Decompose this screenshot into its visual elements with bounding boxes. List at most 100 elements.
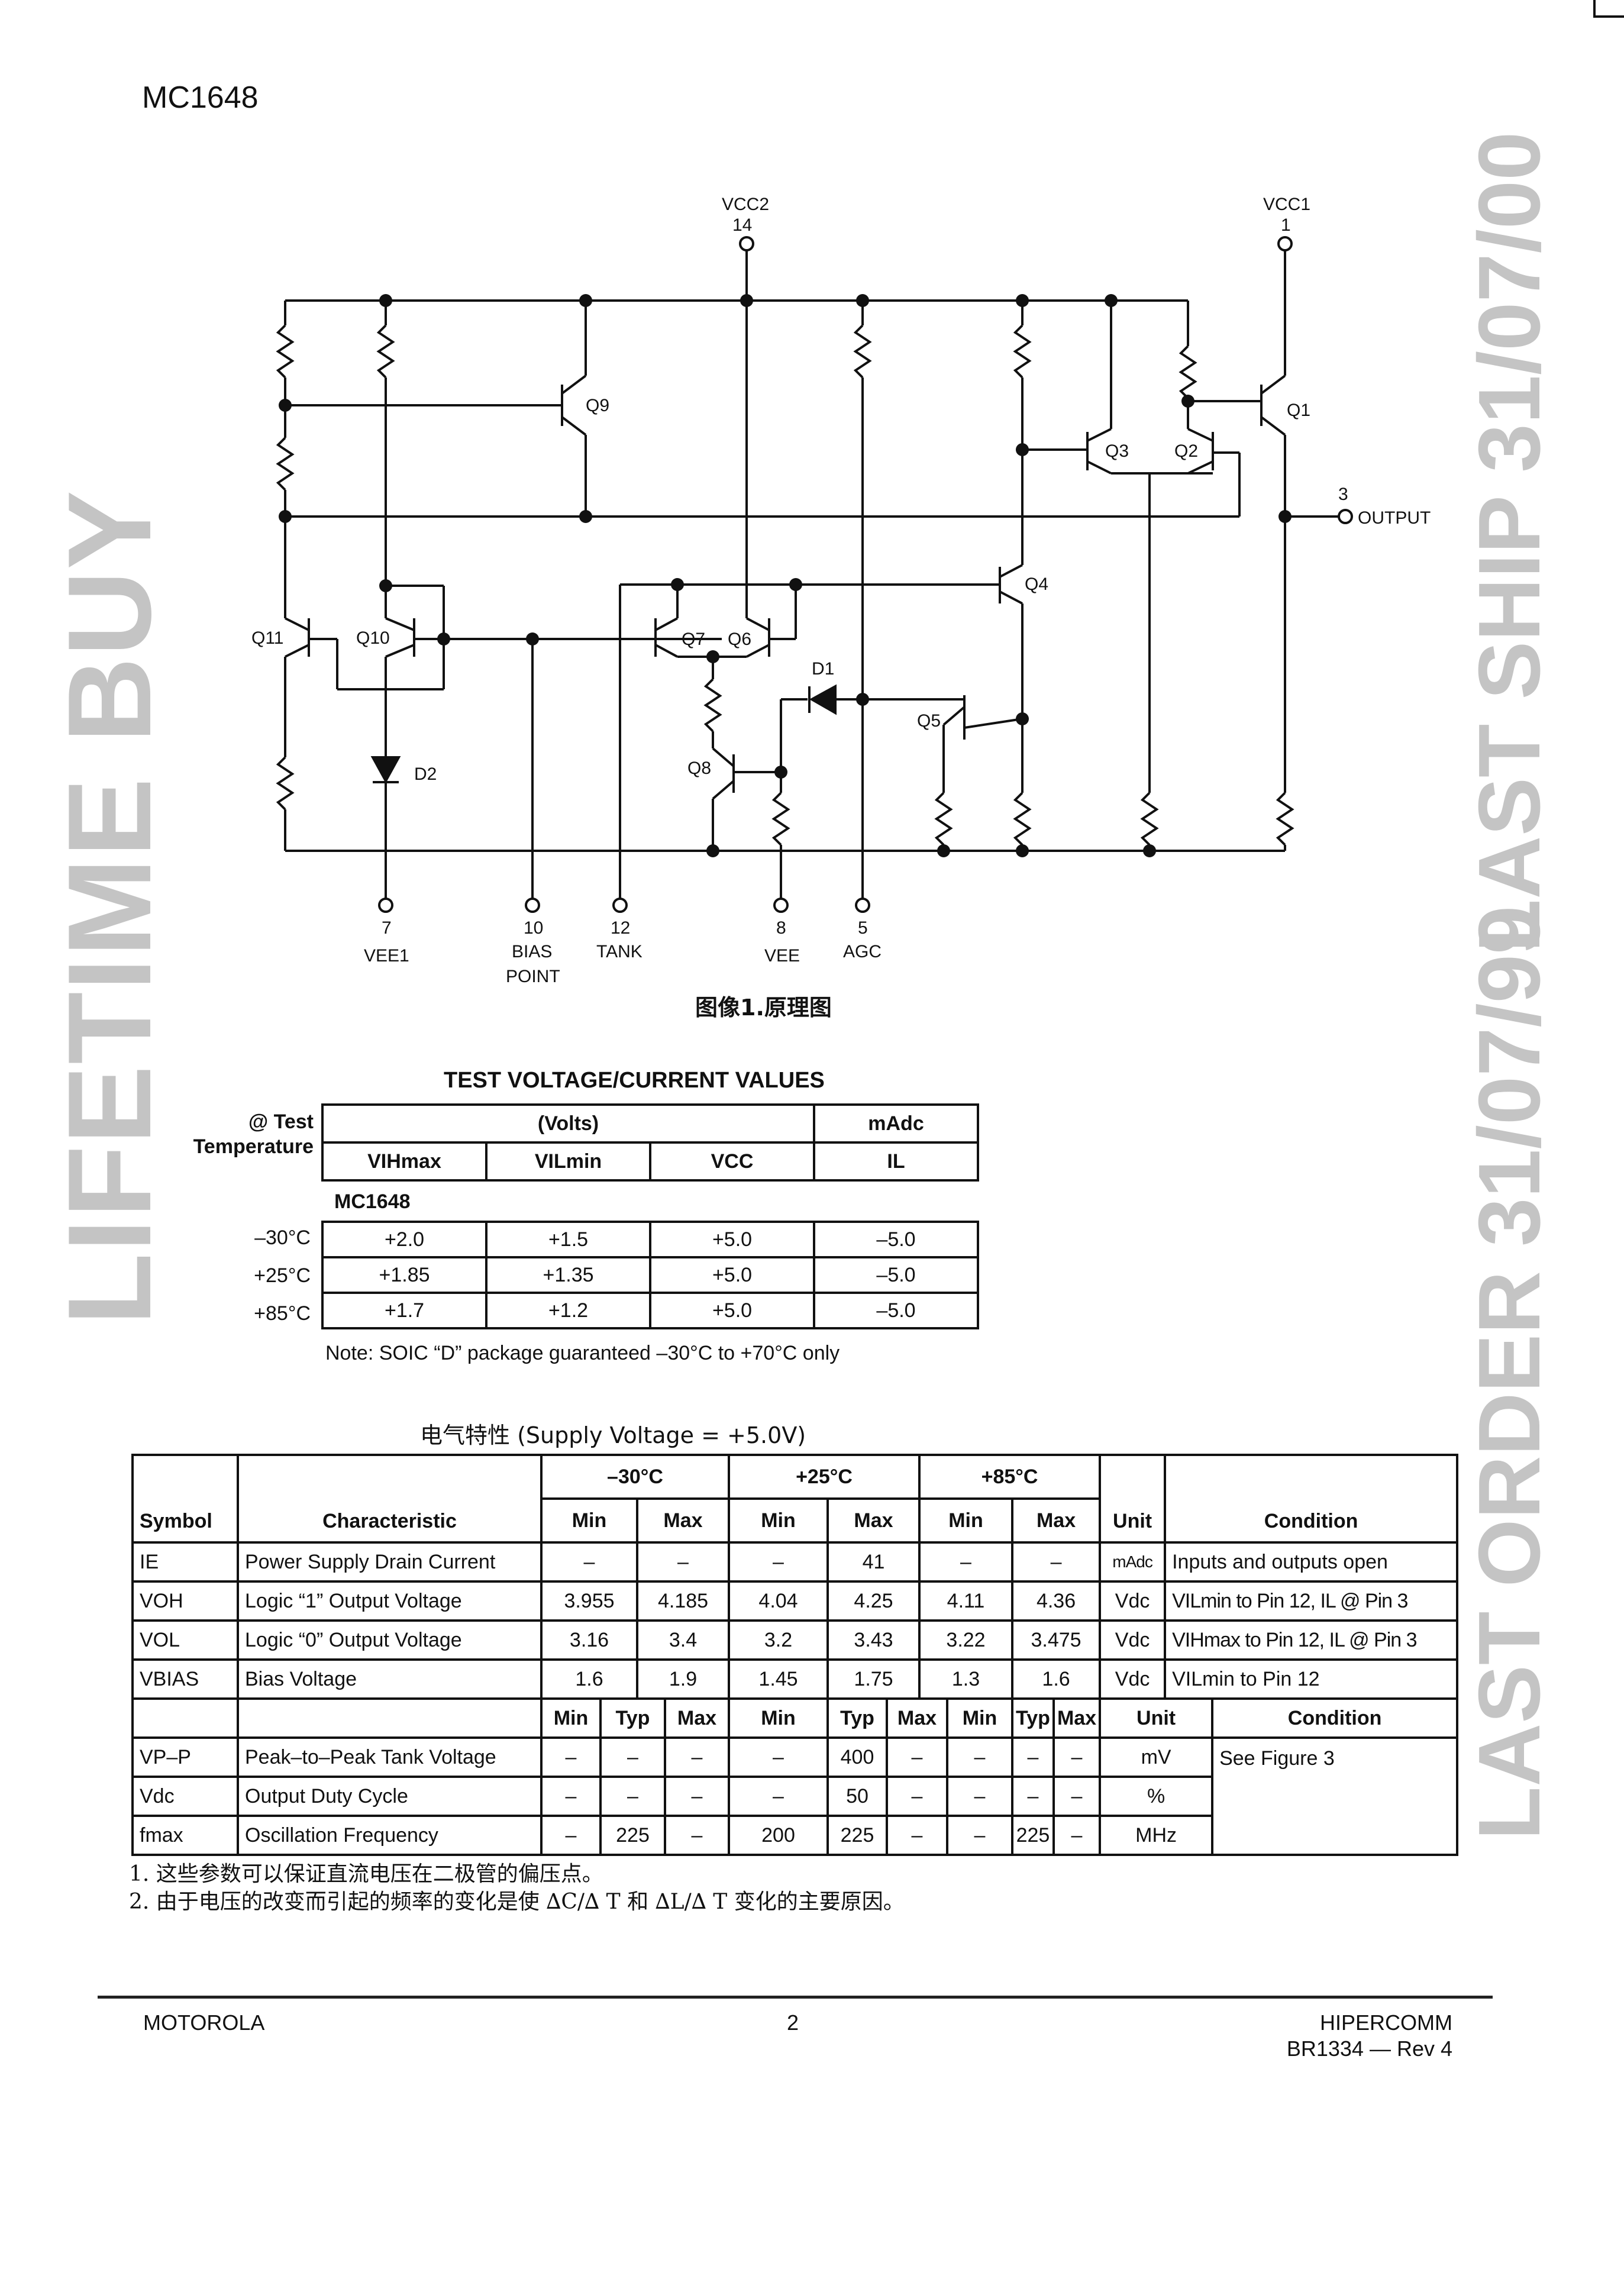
col-typ: Typ	[1011, 1697, 1055, 1739]
col-unit: Unit	[1099, 1697, 1214, 1739]
col-typ: Typ	[599, 1697, 666, 1739]
col-max: Max	[664, 1697, 730, 1739]
col-min: Min	[540, 1497, 638, 1544]
table-cell: –	[664, 1776, 730, 1817]
label-q10: Q10	[356, 628, 390, 648]
condition-cell: VIHmax to Pin 12, IL @ Pin 3	[1164, 1619, 1459, 1661]
unit-cell: mV	[1099, 1736, 1214, 1778]
corner-mark	[1593, 0, 1624, 18]
characteristic-cell: Oscillation Frequency	[237, 1815, 543, 1856]
table-cell: 3.16	[540, 1619, 638, 1661]
table-cell: 50	[826, 1776, 888, 1817]
table-cell: –	[918, 1541, 1013, 1583]
col-min: Min	[918, 1497, 1013, 1544]
symbol-cell: VP–P	[131, 1736, 239, 1778]
label-q3: Q3	[1105, 441, 1129, 461]
elec-characteristics-table: Symbol Characteristic –30°C +25°C +85°C …	[131, 1454, 1459, 1856]
table-row: VBIAS Bias Voltage 1.6 1.9 1.45 1.75 1.3…	[131, 1658, 1459, 1700]
table-cell: –	[540, 1776, 602, 1817]
col-min: Min	[540, 1697, 602, 1739]
table-cell: 3.22	[918, 1619, 1013, 1661]
characteristic-cell: Logic “1” Output Voltage	[237, 1580, 543, 1622]
unit-cell: Vdc	[1099, 1658, 1167, 1700]
table-cell: +1.2	[485, 1292, 651, 1329]
footnote-1: 1. 这些参数可以保证直流电压在二极管的偏压点。	[129, 1862, 603, 1886]
test-col-vilmin: VILmin	[485, 1141, 651, 1182]
table-cell: –	[540, 1541, 638, 1583]
footnote-2: 2. 由于电压的改变而引起的频率的变化是使 ∆C/∆ T 和 ∆L/∆ T 变化…	[129, 1890, 905, 1914]
characteristic-cell: Bias Voltage	[237, 1658, 543, 1700]
col-group-plus85: +85°C	[918, 1454, 1102, 1500]
label-q1: Q1	[1287, 401, 1310, 420]
unit-cell: mAdc	[1099, 1541, 1167, 1583]
table-cell: –	[599, 1736, 666, 1778]
test-table-header: (Volts) mAdc VIHmax VILmin VCC IL	[321, 1103, 979, 1182]
symbol-cell: VOH	[131, 1580, 239, 1622]
table-cell: –	[1010, 1541, 1102, 1583]
test-group-madc: mAdc	[813, 1103, 979, 1144]
condition-cell: See Figure 3	[1211, 1736, 1459, 1856]
table-cell: +1.7	[321, 1292, 487, 1329]
table-cell: 41	[826, 1541, 921, 1583]
footer-product-line: HIPERCOMM	[1320, 2010, 1452, 2035]
test-col-vcc: VCC	[649, 1141, 815, 1182]
test-row-temp: +85°C	[254, 1302, 311, 1325]
table-cell: 4.36	[1010, 1580, 1102, 1622]
label-q8: Q8	[687, 758, 711, 778]
col-max: Max	[1052, 1697, 1102, 1739]
col-condition: Condition	[1164, 1454, 1459, 1544]
pin-bias-name: BIAS	[512, 942, 552, 961]
schematic-caption: 图像1.原理图	[695, 995, 832, 1021]
label-q2: Q2	[1174, 441, 1198, 461]
col-unit: Unit	[1099, 1454, 1167, 1544]
unit-cell: Vdc	[1099, 1580, 1167, 1622]
unit-cell: Vdc	[1099, 1619, 1167, 1661]
test-table-title: TEST VOLTAGE/CURRENT VALUES	[444, 1068, 825, 1093]
table-cell: 1.6	[1010, 1658, 1102, 1700]
watermark-lifetime-buy: LIFETIME BUY	[44, 489, 176, 1325]
table-cell: 3.955	[540, 1580, 638, 1622]
col-typ: Typ	[826, 1697, 888, 1739]
unit-cell: MHz	[1099, 1815, 1214, 1856]
table-cell: –	[1052, 1815, 1102, 1856]
label-q9: Q9	[586, 396, 609, 415]
table-cell: 400	[826, 1736, 888, 1778]
table-cell: 1.3	[918, 1658, 1013, 1700]
test-temp-label-line1: @ Test	[248, 1111, 314, 1133]
table-row: VOH Logic “1” Output Voltage 3.955 4.185…	[131, 1580, 1459, 1622]
symbol-cell: IE	[131, 1541, 239, 1583]
table-row: +2.0 +1.5 +5.0 –5.0	[321, 1221, 979, 1258]
table-cell: +1.85	[321, 1256, 487, 1294]
pin-agc-name: AGC	[843, 942, 882, 961]
test-col-il: IL	[813, 1141, 979, 1182]
pin-vcc1-name: VCC1	[1263, 195, 1310, 214]
label-d2: D2	[414, 764, 437, 784]
characteristic-cell: Power Supply Drain Current	[237, 1541, 543, 1583]
test-temp-label-line2: Temperature	[193, 1135, 314, 1158]
table-cell: –	[1011, 1736, 1055, 1778]
table-cell: –	[540, 1815, 602, 1856]
label-q6: Q6	[728, 630, 751, 649]
pin-vcc1-number: 1	[1281, 215, 1291, 235]
pin-bias-name2: POINT	[506, 967, 560, 986]
part-number-header: MC1648	[142, 80, 259, 115]
table-cell: –	[636, 1541, 730, 1583]
table-cell: 225	[599, 1815, 666, 1856]
pin-vee1-number: 7	[382, 918, 392, 938]
table-cell: 1.45	[728, 1658, 829, 1700]
table-cell: –	[664, 1815, 730, 1856]
label-q11: Q11	[251, 628, 283, 648]
table-cell: –	[946, 1776, 1013, 1817]
table-cell: 3.43	[826, 1619, 921, 1661]
table-cell: 3.475	[1010, 1619, 1102, 1661]
unit-cell: %	[1099, 1776, 1214, 1817]
col-max: Max	[886, 1697, 948, 1739]
table-cell: 225	[826, 1815, 888, 1856]
col-group-plus25: +25°C	[728, 1454, 921, 1500]
table-cell: –	[1052, 1776, 1102, 1817]
table-cell: 200	[728, 1815, 829, 1856]
table-cell: +2.0	[321, 1221, 487, 1258]
col-min: Min	[728, 1697, 829, 1739]
pin-bias-number: 10	[524, 918, 543, 938]
symbol-cell: VBIAS	[131, 1658, 239, 1700]
